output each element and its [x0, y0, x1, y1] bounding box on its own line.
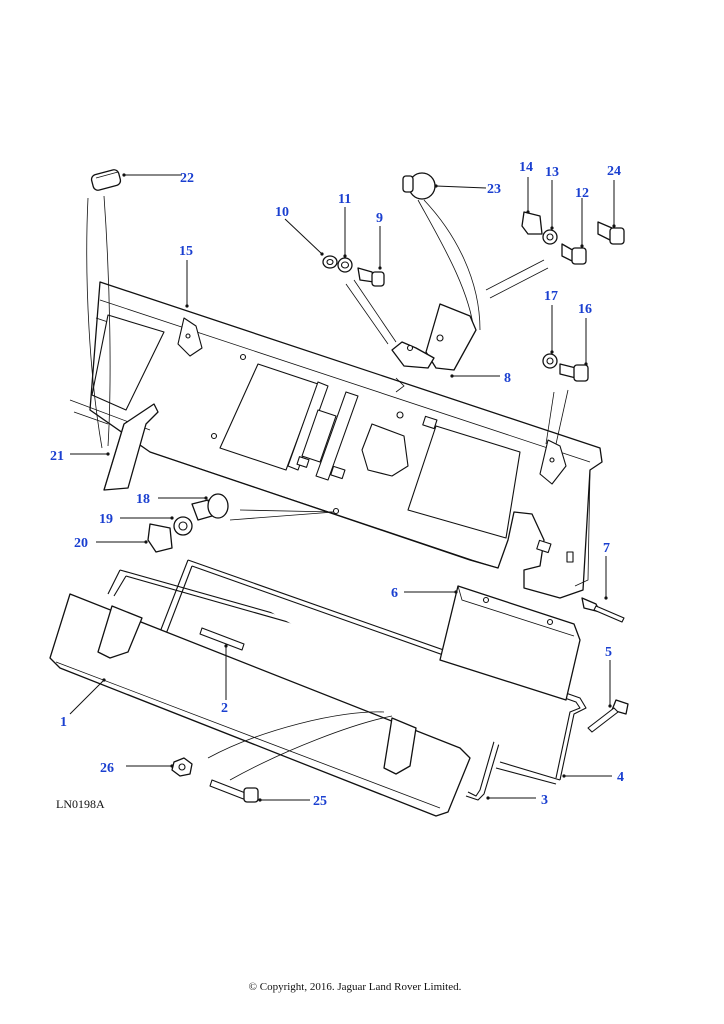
callout-21[interactable]: 21 — [50, 449, 64, 464]
hinge-8 — [345, 259, 549, 371]
callout-26[interactable]: 26 — [100, 761, 114, 776]
callout-8[interactable]: 8 — [504, 371, 511, 386]
tailgate-panel — [69, 281, 603, 599]
callout-labels: 1 2 3 4 5 6 7 8 9 10 11 12 13 14 15 16 1… — [50, 160, 624, 809]
bracket-21 — [103, 403, 159, 491]
callout-2[interactable]: 2 — [221, 701, 228, 716]
plunger-22 — [86, 169, 122, 449]
callout-14[interactable]: 14 — [519, 160, 533, 175]
fixings-9-10-11 — [322, 255, 385, 287]
leader-lines — [69, 173, 616, 802]
callout-3[interactable]: 3 — [541, 793, 548, 808]
fixings-16-17 — [542, 353, 589, 445]
callout-12[interactable]: 12 — [575, 186, 589, 201]
callout-25[interactable]: 25 — [313, 794, 327, 809]
callout-23[interactable]: 23 — [487, 182, 501, 197]
callout-17[interactable]: 17 — [544, 289, 558, 304]
bolt-25 — [209, 779, 259, 803]
callout-22[interactable]: 22 — [180, 171, 194, 186]
knob-23 — [402, 172, 481, 333]
pin-2 — [199, 627, 245, 651]
callout-15[interactable]: 15 — [179, 244, 193, 259]
callout-11[interactable]: 11 — [338, 192, 351, 207]
rivets-5-7 — [581, 597, 629, 733]
callout-24[interactable]: 24 — [607, 164, 621, 179]
copyright-notice: © Copyright, 2016. Jaguar Land Rover Lim… — [248, 981, 462, 993]
callout-19[interactable]: 19 — [99, 512, 113, 527]
fixings-18-19-20 — [147, 493, 335, 553]
callout-16[interactable]: 16 — [578, 302, 592, 317]
callout-13[interactable]: 13 — [545, 165, 559, 180]
callout-10[interactable]: 10 — [275, 205, 289, 220]
fixings-12-13-14-24 — [521, 211, 625, 265]
callout-4[interactable]: 4 — [617, 770, 624, 785]
callout-7[interactable]: 7 — [603, 541, 610, 556]
callout-5[interactable]: 5 — [605, 645, 612, 660]
callout-1[interactable]: 1 — [60, 715, 67, 730]
plate-6 — [439, 585, 581, 701]
callout-20[interactable]: 20 — [74, 536, 88, 551]
callout-18[interactable]: 18 — [136, 492, 150, 507]
lower-panel-1 — [49, 593, 471, 817]
nut-26 — [171, 757, 193, 777]
callout-6[interactable]: 6 — [391, 586, 398, 601]
diagram-reference: LN0198A — [56, 797, 105, 811]
callout-9[interactable]: 9 — [376, 211, 383, 226]
